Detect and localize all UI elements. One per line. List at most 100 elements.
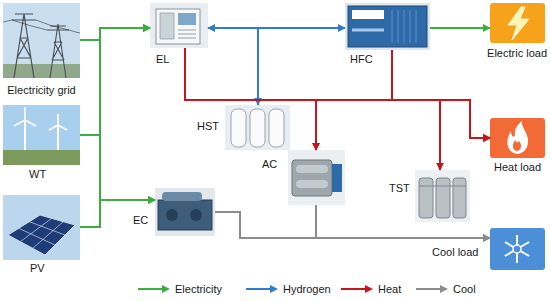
component-node: EC <box>155 188 215 236</box>
flow-arrow <box>80 200 155 227</box>
flow-arrow <box>80 135 155 200</box>
electric-load-icon-part <box>508 7 529 40</box>
electrolyzer-illustration-part <box>150 3 208 48</box>
hydrogen-tank-illustration-part <box>231 109 246 147</box>
component-node: WT <box>3 105 80 165</box>
hydrogen-tank-illustration-part <box>225 105 290 150</box>
power-grid-illustration-part <box>47 24 69 78</box>
legend-arrow <box>137 284 171 294</box>
component-label: AC <box>262 158 277 170</box>
legend-entry: Electricity <box>137 283 222 295</box>
legend-arrow-line <box>246 288 271 290</box>
cool-load-icon-part <box>505 235 529 263</box>
wind-turbine-illustration-part <box>14 107 67 130</box>
heat-load-icon-part <box>513 140 521 151</box>
component-node: Heat load <box>490 118 545 158</box>
hydrogen-tank-illustration-part <box>250 109 265 147</box>
component-node: HST <box>225 105 290 150</box>
absorption-chiller-illustration-part <box>332 164 342 192</box>
solar-panel-illustration-part <box>19 218 65 248</box>
fuel-cell-illustration-part <box>352 29 384 32</box>
thermal-storage-illustration <box>415 170 470 222</box>
thermal-storage-illustration-part <box>419 186 466 187</box>
component-label: EL <box>156 53 169 65</box>
absorption-chiller-illustration-part <box>296 165 328 173</box>
absorption-chiller-illustration <box>288 150 345 205</box>
thermal-storage-illustration-part <box>419 178 433 218</box>
flow-arrow <box>185 48 490 138</box>
flow-arrow <box>80 28 150 40</box>
component-node: Electricity grid <box>3 3 80 78</box>
component-node: Electric load <box>490 3 545 43</box>
electrolyzer-illustration-part <box>178 13 196 25</box>
component-label: EC <box>133 214 148 226</box>
solar-panel-illustration <box>3 195 80 260</box>
flow-arrow <box>185 48 316 150</box>
legend-label: Cool <box>453 283 476 295</box>
fuel-cell-illustration-part <box>345 3 430 50</box>
component-label: Electricity grid <box>7 84 75 96</box>
wind-turbine-illustration-part <box>25 120 58 150</box>
thermal-storage-illustration-part <box>453 178 466 218</box>
legend-label: Hydrogen <box>283 283 331 295</box>
legend-entry: Heat <box>340 283 401 295</box>
fuel-cell-illustration <box>345 3 430 50</box>
electric-chiller-illustration-part <box>162 192 202 201</box>
electric-load-icon-part <box>490 3 545 43</box>
solar-panel-illustration-part <box>8 215 75 255</box>
thermal-storage-illustration-part <box>415 170 470 222</box>
electrolyzer-illustration <box>150 3 208 48</box>
legend-arrow-line <box>416 288 441 290</box>
hydrogen-tank-illustration <box>225 105 290 150</box>
electric-load-icon <box>490 3 545 43</box>
component-label: TST <box>389 182 410 194</box>
legend-label: Electricity <box>175 283 222 295</box>
electric-chiller-illustration-part <box>158 200 212 230</box>
wind-turbine-illustration <box>3 105 80 165</box>
component-label: Cool load <box>432 246 478 258</box>
flow-arrow <box>80 28 150 227</box>
component-node: TST <box>415 170 470 222</box>
component-label: HST <box>197 120 219 132</box>
cool-load-icon <box>490 228 545 270</box>
electric-chiller-illustration-part <box>155 188 215 236</box>
heat-load-icon-part <box>490 118 545 158</box>
power-grid-illustration <box>3 3 80 78</box>
electrolyzer-illustration-part <box>156 9 200 44</box>
hydrogen-tank-illustration-part <box>269 109 284 147</box>
power-grid-illustration-part <box>3 20 80 33</box>
legend-arrow-head <box>365 285 373 293</box>
legend-arrow-line <box>138 288 163 290</box>
legend-arrow-head <box>162 285 170 293</box>
legend-entry: Hydrogen <box>245 283 331 295</box>
solar-panel-illustration-part <box>3 195 80 260</box>
cool-load-icon-part <box>513 245 521 253</box>
wind-turbine-illustration-part <box>3 105 80 165</box>
flow-arrow <box>215 212 490 238</box>
flow-arrow <box>440 100 490 170</box>
component-node: HFC <box>345 3 430 50</box>
absorption-chiller-illustration-part <box>288 150 345 205</box>
fuel-cell-illustration-part <box>392 10 416 43</box>
component-label: HFC <box>350 53 373 65</box>
fuel-cell-illustration-part <box>352 10 384 19</box>
electrolyzer-illustration-part <box>160 13 174 39</box>
component-node: Cool load <box>490 228 545 270</box>
heat-load-icon <box>490 118 545 158</box>
fuel-cell-illustration-part <box>348 6 427 47</box>
component-label: PV <box>30 262 45 274</box>
component-label: Heat load <box>494 161 541 173</box>
component-node: AC <box>288 150 345 205</box>
legend-arrow-line <box>341 288 366 290</box>
flow-arrow <box>316 205 490 238</box>
flow-arrow <box>430 27 490 29</box>
flow-arrow <box>208 28 258 105</box>
thermal-storage-illustration-part <box>436 178 450 218</box>
heat-load-icon-part <box>507 121 528 154</box>
component-node: PV <box>3 195 80 260</box>
electrolyzer-illustration-part <box>178 30 196 38</box>
flow-arrow <box>80 40 155 200</box>
electric-chiller-illustration-part <box>166 209 178 221</box>
legend-label: Heat <box>378 283 401 295</box>
